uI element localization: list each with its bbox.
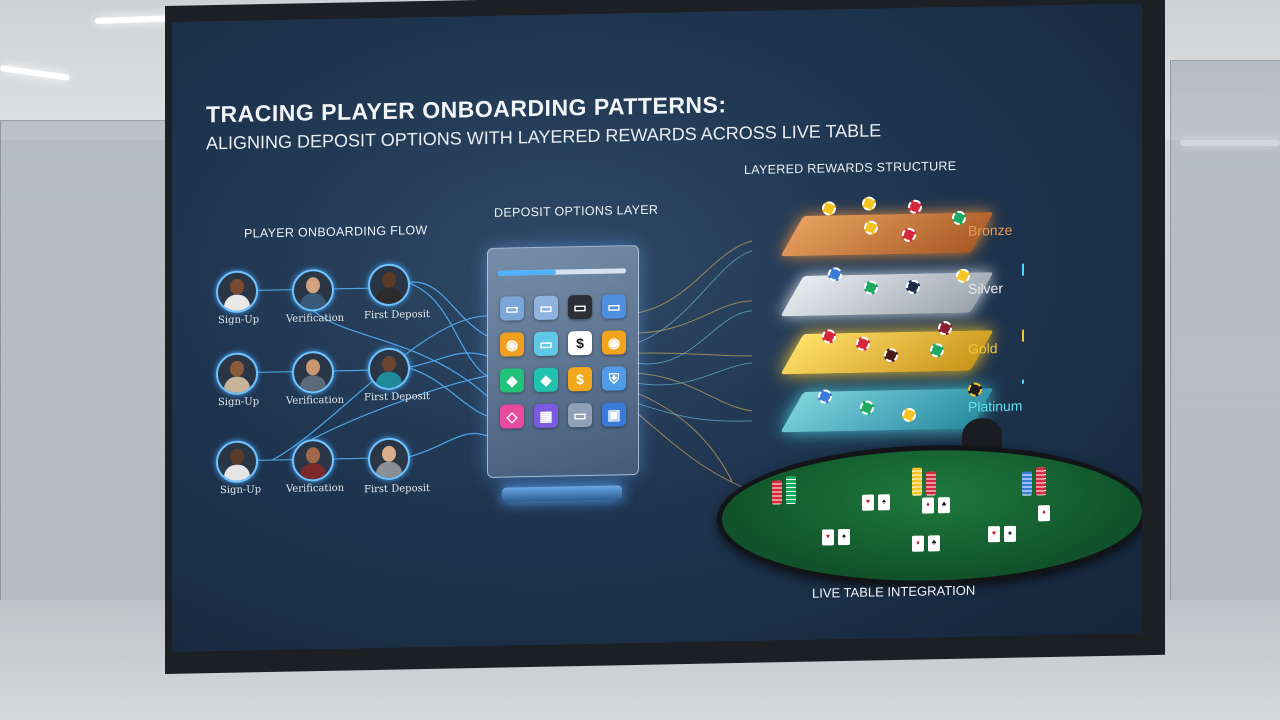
step-label: Verification: [286, 312, 345, 325]
step-label: Verification: [286, 394, 345, 407]
wallet-tile[interactable]: ▭: [602, 294, 626, 319]
dollar-tile[interactable]: $: [568, 330, 592, 356]
connector: [332, 369, 368, 372]
connector: [636, 300, 753, 334]
connector: [406, 366, 488, 417]
app-tile[interactable]: ◇: [500, 404, 524, 429]
crypto-tile[interactable]: ◆: [534, 367, 558, 393]
display-screen: Tracing Player Onboarding Patterns: Alig…: [172, 3, 1142, 652]
card-tile[interactable]: ▭: [500, 296, 524, 321]
app-tile[interactable]: ▦: [534, 403, 558, 429]
glass-wall-left: [0, 120, 167, 602]
playing-card: ♠: [878, 494, 890, 511]
connector: [636, 310, 753, 365]
step-label: Sign-Up: [220, 484, 262, 497]
playing-card: ♠: [838, 528, 850, 546]
dollar-tile[interactable]: $: [568, 366, 592, 392]
tier-silver-label: Silver: [968, 280, 1004, 297]
playing-card: ♦: [912, 535, 924, 552]
connector: [311, 375, 488, 440]
playing-card: ♦: [922, 497, 934, 514]
playing-card: ♥: [822, 529, 834, 546]
connector: [636, 240, 753, 314]
connector: [636, 362, 753, 386]
deposit-progress-fill: [498, 269, 556, 276]
deposit-panel-base: [502, 485, 622, 502]
connector: [406, 352, 488, 369]
step-label: Sign-Up: [218, 314, 260, 327]
legend-mark: [1022, 263, 1024, 276]
connector: [332, 287, 368, 290]
connector: [636, 250, 753, 344]
connector: [254, 371, 292, 374]
connector: [636, 392, 733, 482]
step-label: Verification: [286, 482, 345, 495]
tier-platinum-layer: [780, 388, 994, 433]
playing-card: ♠: [1004, 525, 1016, 543]
legend-mark: [1022, 379, 1024, 384]
connector: [636, 402, 753, 422]
step-label: First Deposit: [364, 391, 430, 404]
deposit-progress-bar: [498, 268, 626, 276]
connector: [636, 372, 753, 412]
connector: [636, 412, 753, 492]
card-tile[interactable]: ▭: [534, 331, 558, 357]
connector: [406, 281, 488, 337]
tier-bronze-label: Bronze: [968, 221, 1013, 239]
step-label: First Deposit: [364, 309, 430, 322]
chip-stack: [926, 471, 936, 496]
ceiling-light: [1180, 140, 1280, 146]
playing-card: ♦: [1038, 505, 1050, 522]
card-tile[interactable]: ▭: [568, 402, 592, 428]
shield-tile[interactable]: ⛨: [602, 366, 626, 391]
connector: [406, 432, 488, 459]
connector: [311, 308, 488, 397]
card-tile[interactable]: ▭: [568, 294, 592, 320]
chip-stack: [1022, 471, 1032, 496]
connector: [254, 289, 292, 292]
playing-card: ♣: [938, 497, 950, 514]
chip-stack: [1036, 467, 1046, 496]
flow-connectors: [254, 240, 753, 492]
chip-stack: [912, 467, 922, 496]
connector: [636, 352, 753, 357]
glass-wall-right: [1170, 60, 1280, 602]
playing-card: ♥: [862, 494, 874, 511]
bank-tile[interactable]: ▣: [602, 402, 626, 427]
connector: [406, 281, 488, 377]
card-tile[interactable]: ▭: [534, 295, 558, 321]
coin-tile[interactable]: ◉: [602, 330, 626, 355]
chip-stack: [786, 476, 796, 505]
live-table-heading: Live Table Integration: [812, 582, 976, 601]
tier-gold-label: Gold: [968, 340, 998, 357]
tier-platinum-label: Platinum: [968, 397, 1023, 415]
coin-tile[interactable]: ◉: [500, 332, 524, 357]
connector: [332, 457, 368, 460]
step-label: Sign-Up: [218, 396, 260, 409]
playing-card: ♥: [988, 526, 1000, 543]
legend-mark: [1022, 329, 1024, 342]
crypto-tile[interactable]: ◆: [500, 368, 524, 393]
step-label: First Deposit: [364, 483, 430, 496]
deposit-options-panel: ▭ ▭ ▭ ▭ ◉ ▭ $ ◉ ◆ ◆ $ ⛨ ◇ ▦ ▭ ▣: [487, 245, 639, 478]
chip-stack: [772, 480, 782, 505]
playing-card: ♣: [928, 535, 940, 552]
